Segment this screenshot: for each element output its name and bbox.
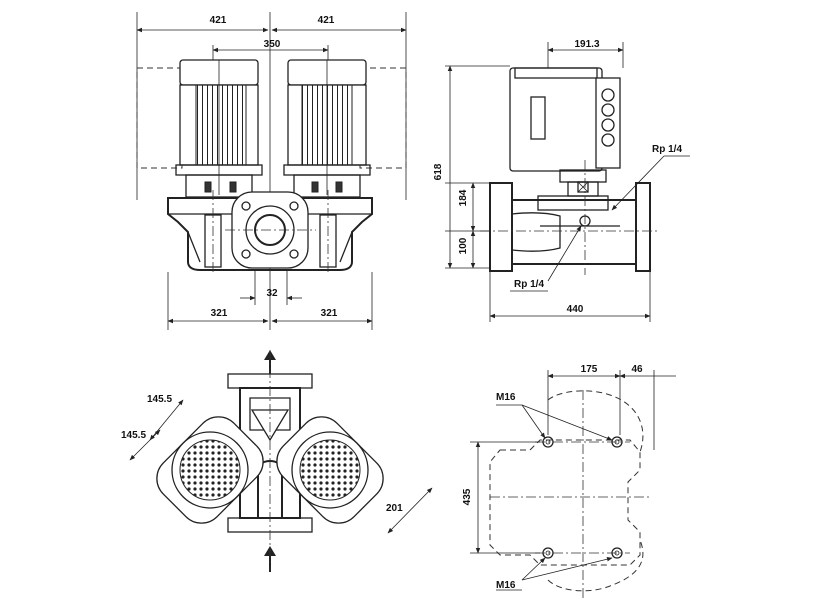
dim-base-right-321: 321 [321, 308, 338, 319]
side-view: 191.3 618 184 100 Rp [433, 39, 690, 322]
dim-footprint-46: 46 [631, 364, 643, 375]
dim-top-201: 201 [386, 503, 403, 514]
front-view: 421 421 350 [136, 12, 407, 330]
top-view: 145.5 145.5 201 [121, 350, 433, 572]
label-m16-top: M16 [496, 392, 516, 403]
dim-motor-spacing-350: 350 [264, 39, 281, 50]
dim-footprint-435: 435 [462, 488, 473, 505]
dim-front-right-421: 421 [318, 15, 335, 26]
label-rp-bottom: Rp 1/4 [514, 279, 544, 290]
dim-top-145-a: 145.5 [147, 394, 172, 405]
dim-front-left-421: 421 [210, 15, 227, 26]
dim-side-height-100: 100 [458, 237, 469, 254]
dim-flange-offset-32: 32 [266, 288, 278, 299]
dim-top-145-b: 145.5 [121, 430, 146, 441]
label-m16-bottom: M16 [496, 580, 516, 591]
dim-side-height-618: 618 [433, 163, 444, 180]
dim-side-motor-191: 191.3 [574, 39, 599, 50]
dim-side-length-440: 440 [567, 304, 584, 315]
dim-footprint-175: 175 [581, 364, 598, 375]
footprint-view: 175 46 435 M16 M16 [462, 364, 676, 600]
dim-base-left-321: 321 [211, 308, 228, 319]
dim-side-height-184: 184 [458, 189, 469, 206]
label-rp-top: Rp 1/4 [652, 144, 682, 155]
